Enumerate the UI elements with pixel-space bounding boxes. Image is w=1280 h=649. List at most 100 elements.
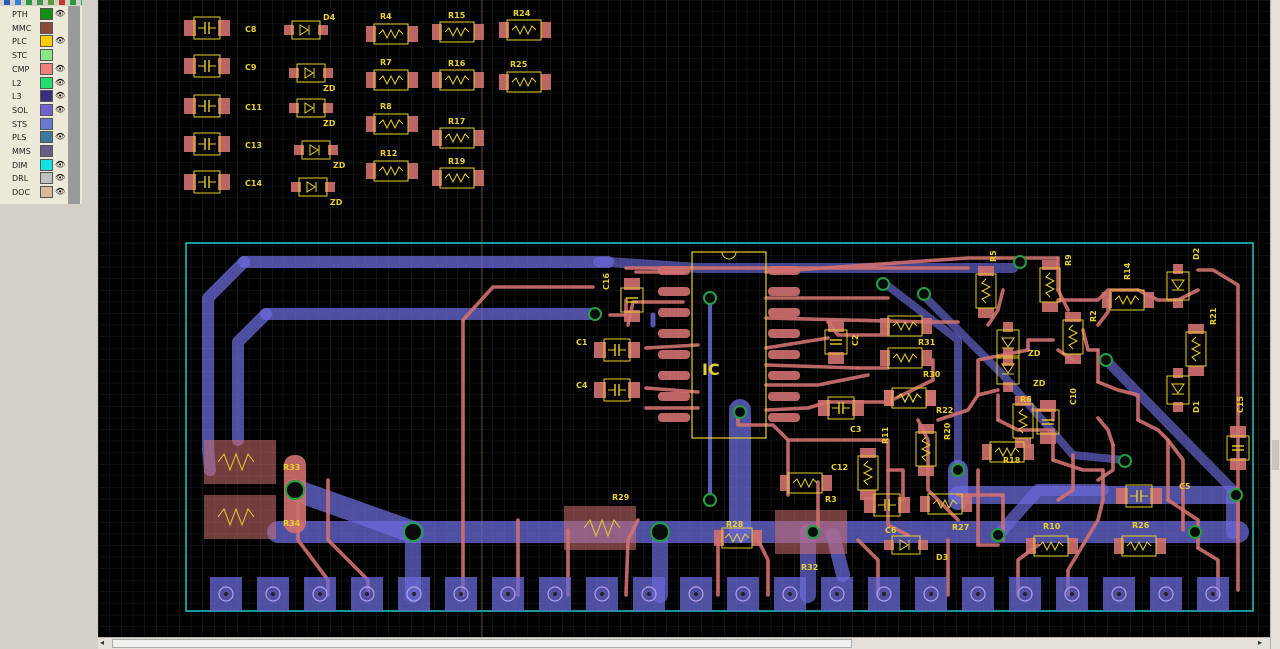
trace <box>1096 443 1115 482</box>
connector-pin-hole <box>1023 592 1027 596</box>
resistor-symbol <box>217 452 255 472</box>
horizontal-scroll-thumb[interactable] <box>112 639 852 648</box>
layer-row-cmp[interactable]: CMP👁 <box>0 62 82 77</box>
layer-name: MMS <box>12 147 31 156</box>
visibility-eye-icon[interactable]: 👁 <box>55 173 66 183</box>
layer-color-swatch[interactable] <box>40 62 53 75</box>
visibility-eye-icon[interactable]: 👁 <box>55 63 66 73</box>
part-label: C3 <box>850 425 861 434</box>
layer-panel-scrollbar[interactable] <box>68 6 80 204</box>
connector-pin-hole <box>600 592 604 596</box>
layer-color-swatch[interactable] <box>40 76 53 89</box>
pad <box>408 163 418 179</box>
layer-row-doc[interactable]: DOC👁 <box>0 186 82 200</box>
outline <box>996 355 1020 385</box>
ic-pin-pad <box>768 371 800 380</box>
resistor-symbol <box>444 132 470 144</box>
outline <box>873 493 901 517</box>
layer-row-mms[interactable]: MMS <box>0 145 82 159</box>
layer-color-swatch[interactable] <box>40 131 53 144</box>
visibility-eye-icon[interactable]: 👁 <box>55 77 66 87</box>
diode-symbol <box>899 539 909 551</box>
layer-row-stc[interactable]: STC <box>0 49 82 63</box>
layer-row-l3[interactable]: L3👁 <box>0 90 82 104</box>
outline <box>291 20 321 40</box>
trace <box>756 538 770 597</box>
vertical-scrollbar[interactable] <box>1270 0 1280 649</box>
ic-pin-pad <box>768 413 800 422</box>
check-tool-icon[interactable] <box>26 0 32 5</box>
pad <box>1173 402 1183 412</box>
layer-color-swatch[interactable] <box>40 145 53 157</box>
part-label: C4 <box>576 381 588 390</box>
trace <box>1136 418 1170 502</box>
pad <box>408 26 418 42</box>
diode-symbol <box>1171 383 1185 394</box>
resistor-symbol <box>1017 408 1029 434</box>
connector-pin-ring <box>641 586 657 602</box>
visibility-eye-icon[interactable]: 👁 <box>55 132 66 142</box>
outline <box>439 167 475 189</box>
layer-row-sts[interactable]: STS <box>0 117 82 132</box>
pad <box>323 103 333 113</box>
pcb-canvas[interactable]: C8C9C11C13C14D4ZDZDZDZDR4R7R8R12R15R16R1… <box>98 0 1270 637</box>
outline <box>193 132 221 156</box>
visibility-eye-icon[interactable]: 👁 <box>55 104 66 114</box>
outline <box>857 455 879 491</box>
outline <box>506 71 542 93</box>
connector-pin-hole <box>553 592 557 596</box>
layer-color-swatch[interactable] <box>40 117 53 130</box>
via <box>1013 255 1027 269</box>
diode-symbol <box>1001 337 1015 348</box>
visibility-eye-icon[interactable]: 👁 <box>55 91 66 101</box>
route-tool-icon[interactable] <box>48 0 54 5</box>
layer-color-swatch[interactable] <box>40 35 53 48</box>
connector-pin-hole <box>788 592 792 596</box>
add-tool-icon[interactable] <box>70 0 76 5</box>
part-label: C16 <box>602 273 611 290</box>
layer-row-sol[interactable]: SOL👁 <box>0 103 82 118</box>
scroll-right-arrow-icon[interactable]: ▸ <box>1258 638 1263 647</box>
layer-color-swatch[interactable] <box>40 8 53 20</box>
part-label: R14 <box>1123 262 1132 280</box>
pad <box>1042 302 1058 312</box>
layer-row-plc[interactable]: PLC👁 <box>0 35 82 49</box>
layer-color-swatch[interactable] <box>40 158 53 171</box>
layer-color-swatch[interactable] <box>40 21 53 34</box>
layers-tool-icon[interactable] <box>15 0 21 5</box>
connector-pin-hole <box>976 592 980 596</box>
ic-pin-pad <box>658 287 690 296</box>
part-label: D4 <box>323 13 336 22</box>
horizontal-scrollbar[interactable]: ◂ ▸ <box>98 637 1270 649</box>
layer-row-dim[interactable]: DIM👁 <box>0 158 82 173</box>
net-tool-icon[interactable] <box>37 0 43 5</box>
layer-color-swatch[interactable] <box>40 172 53 185</box>
visibility-eye-icon[interactable]: 👁 <box>55 9 66 18</box>
layer-row-mmc[interactable]: MMC <box>0 21 82 36</box>
via <box>733 405 747 419</box>
visibility-eye-icon[interactable]: 👁 <box>55 187 66 197</box>
scroll-left-arrow-icon[interactable]: ◂ <box>100 638 105 647</box>
visibility-eye-icon[interactable]: 👁 <box>55 159 66 169</box>
delete-tool-icon[interactable] <box>59 0 65 5</box>
select-tool-icon[interactable] <box>4 0 10 5</box>
connector-pin-hole <box>1164 592 1168 596</box>
layer-color-swatch[interactable] <box>40 103 53 116</box>
pad <box>184 136 196 152</box>
pad <box>1144 292 1154 308</box>
part-label: C11 <box>245 103 262 112</box>
layer-color-swatch[interactable] <box>40 186 53 199</box>
connector-pin-hole <box>647 592 651 596</box>
layer-row-l2[interactable]: L2👁 <box>0 76 82 91</box>
layer-name: PLS <box>12 133 27 143</box>
layer-row-pth[interactable]: PTH👁 <box>0 8 82 22</box>
visibility-eye-icon[interactable]: 👁 <box>55 36 66 46</box>
vertical-scroll-thumb[interactable] <box>1272 440 1279 470</box>
layer-color-swatch[interactable] <box>40 49 53 62</box>
pad <box>880 318 890 334</box>
layer-row-drl[interactable]: DRL👁 <box>0 172 82 186</box>
layer-row-pls[interactable]: PLS 👁 <box>0 131 82 145</box>
trace <box>284 479 424 543</box>
pad <box>1230 426 1246 438</box>
layer-color-swatch[interactable] <box>40 90 53 103</box>
